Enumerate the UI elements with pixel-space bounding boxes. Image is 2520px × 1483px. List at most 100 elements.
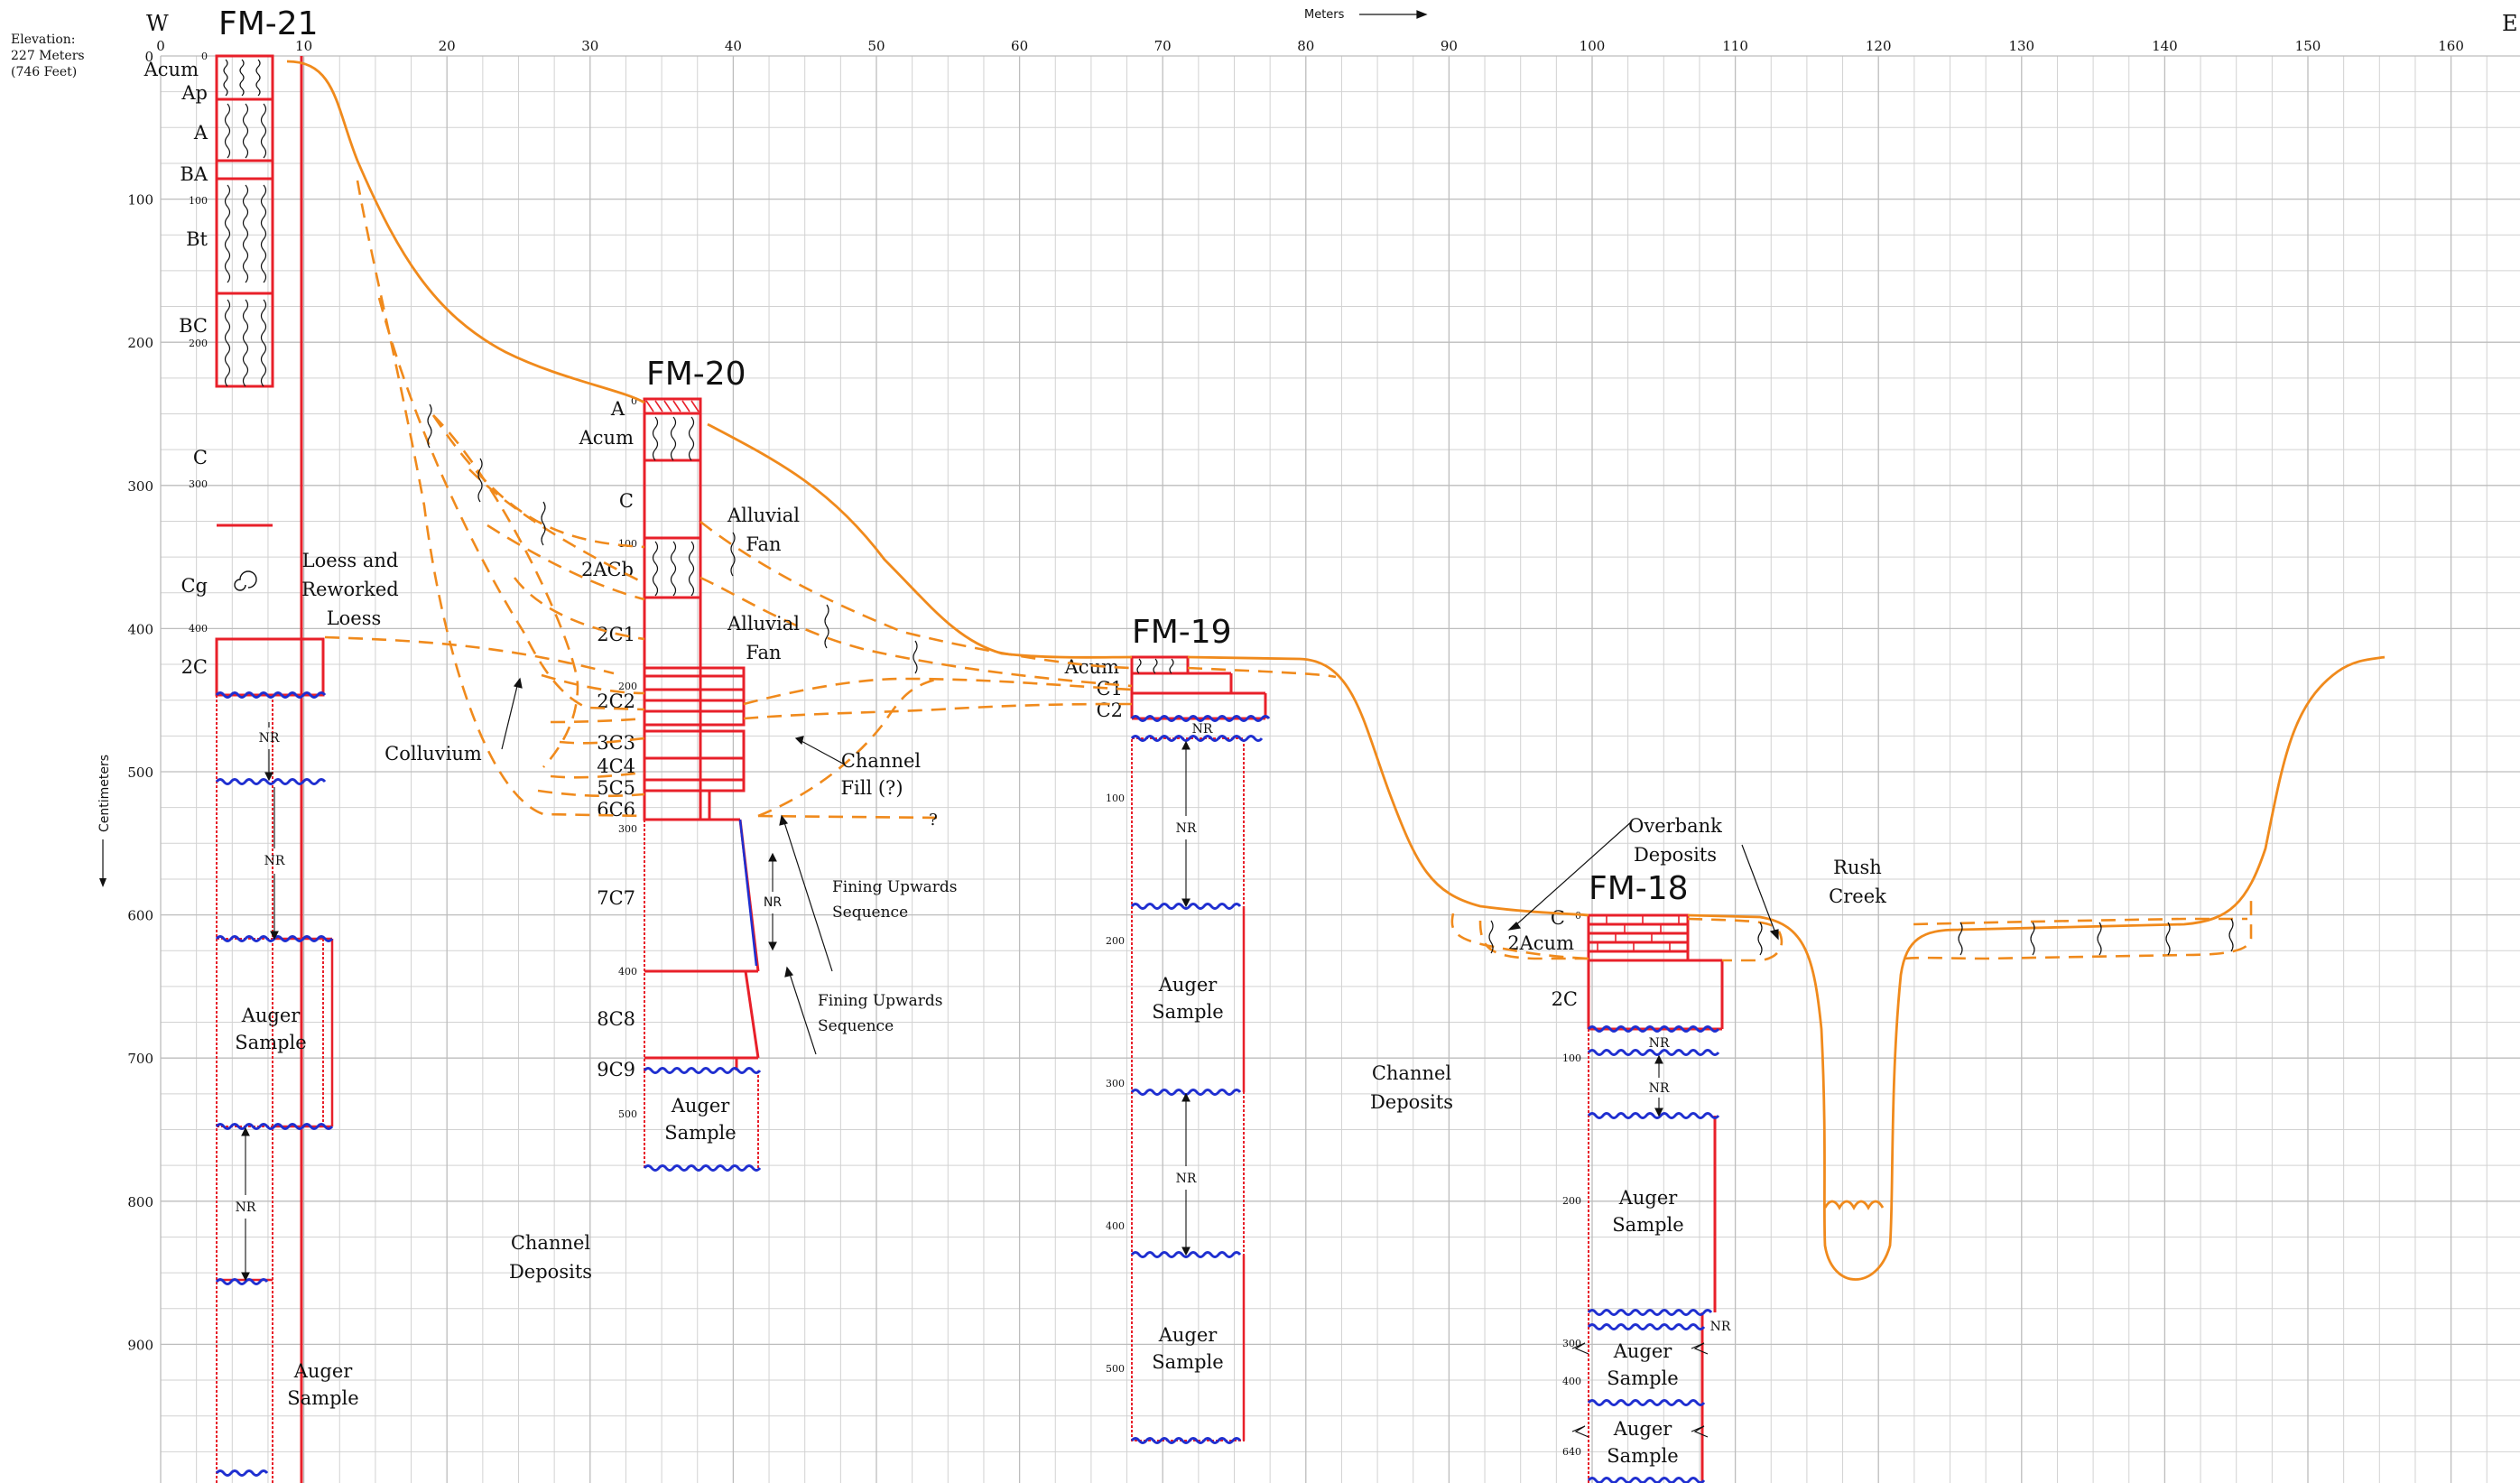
- horizon-label: C2: [1097, 700, 1123, 721]
- depth-tick: 640: [1562, 1446, 1581, 1458]
- fining-upwards-label: Sequence: [818, 1017, 894, 1035]
- question-mark: ?: [929, 811, 938, 830]
- y-tick-label: 700: [127, 1051, 153, 1067]
- rush-creek-label: Creek: [1829, 885, 1886, 907]
- nr-label: NR: [1176, 1172, 1197, 1186]
- depth-tick: 200: [1106, 935, 1125, 947]
- feature-labels: Loess and Reworked Loess Colluvium Alluv…: [301, 505, 1886, 1283]
- fining-labels: Fining Upwards Sequence Fining Upwards S…: [818, 878, 957, 1035]
- horizon-label: 2C: [181, 656, 208, 678]
- nr-label: NR: [264, 854, 285, 868]
- depth-tick: 300: [1106, 1078, 1125, 1089]
- nr-label: NR: [1176, 821, 1197, 836]
- alluvial-fan-label: Fan: [746, 533, 781, 555]
- overbank-label: Overbank: [1628, 815, 1722, 837]
- auger-label: Sample: [1607, 1367, 1678, 1389]
- stratigraphic-boundaries: [324, 180, 2253, 962]
- nr-label: NR: [764, 895, 782, 910]
- auger-label: Sample: [235, 1032, 306, 1053]
- channel-fill-label: Channel: [841, 750, 922, 772]
- elevation-note: Elevation: 227 Meters (746 Feet): [11, 32, 85, 79]
- horizon-label: Ap: [181, 82, 208, 104]
- core-column: [643, 397, 702, 821]
- fining-upwards-label: Fining Upwards: [832, 878, 957, 896]
- horizon-label: C: [619, 490, 634, 512]
- horizon-label: 2ACb: [581, 559, 634, 580]
- core-fm20: FM-20: [579, 356, 782, 1172]
- y-tick-label: 300: [127, 478, 153, 495]
- x-tick-label: 100: [1580, 38, 1606, 54]
- horizon-label: Cg: [181, 575, 208, 597]
- depth-tick: 200: [618, 681, 637, 692]
- colluvium-label: Colluvium: [384, 743, 482, 765]
- horizon-label: Acum: [579, 427, 634, 449]
- loess-label: Loess: [327, 607, 382, 629]
- y-tick-label: 100: [127, 192, 153, 209]
- x-tick-label: 160: [2438, 38, 2464, 54]
- nr-label: NR: [1649, 1081, 1670, 1096]
- x-tick-label: 10: [295, 38, 312, 54]
- alluvial-fan-label: Fan: [746, 642, 781, 663]
- horizon-label: A: [610, 398, 625, 420]
- y-tick-label: 900: [127, 1337, 153, 1353]
- auger-label: Sample: [1152, 1351, 1223, 1373]
- horizon-label: Acum: [144, 59, 199, 80]
- core-title: FM-20: [646, 356, 746, 393]
- horizon-label: Acum: [1064, 656, 1119, 678]
- auger-label: Auger: [293, 1360, 354, 1382]
- horizon-label: C: [1551, 907, 1565, 929]
- auger-label: Auger: [1158, 1324, 1218, 1346]
- auger-label: Auger: [241, 1005, 301, 1026]
- core-fm18: FM-18: [1507, 870, 1731, 1483]
- depth-tick: 500: [1106, 1363, 1125, 1375]
- horizon-label: 7C7: [597, 887, 635, 909]
- depth-tick: 300: [189, 478, 208, 490]
- auger-label: Auger: [671, 1095, 731, 1117]
- auger-label: Sample: [287, 1387, 358, 1409]
- x-tick-label: 110: [1722, 38, 1748, 54]
- x-tick-label: 130: [2008, 38, 2034, 54]
- core-title: FM-21: [218, 5, 319, 42]
- auger-label: Auger: [1618, 1187, 1679, 1209]
- x-axis-title: Meters: [1304, 8, 1345, 22]
- fining-upwards-line: [738, 819, 758, 967]
- rush-creek-label: Rush: [1833, 857, 1882, 878]
- elevation-line-2: 227 Meters: [11, 49, 85, 63]
- east-label: E: [2502, 11, 2518, 36]
- auger-label: Sample: [1152, 1001, 1223, 1023]
- depth-tick: 100: [189, 195, 208, 207]
- loess-label: Loess and: [302, 550, 399, 571]
- horizon-label: BA: [180, 163, 208, 185]
- horizon-label: 2C: [1552, 988, 1578, 1010]
- depth-tick: 500: [618, 1108, 637, 1120]
- depth-tick: 0: [631, 395, 637, 407]
- x-tick-label: 120: [1866, 38, 1892, 54]
- x-tick-label: 30: [581, 38, 598, 54]
- nr-label: NR: [1710, 1320, 1731, 1334]
- x-tick-label: 60: [1011, 38, 1028, 54]
- annotation-arrows: [501, 677, 1779, 1055]
- horizon-label: 9C9: [597, 1059, 635, 1080]
- nr-label: NR: [236, 1200, 256, 1215]
- core-fm19: FM-19: [1064, 614, 1271, 1444]
- depth-tick: 400: [189, 623, 208, 635]
- y-axis-title: Centimeters: [97, 755, 112, 832]
- x-tick-label: 150: [2295, 38, 2321, 54]
- nr-label: NR: [1649, 1036, 1670, 1051]
- concretion-icon: [234, 570, 257, 591]
- y-tick-label: 500: [127, 765, 153, 781]
- depth-tick: 400: [618, 966, 637, 978]
- loess-label: Reworked: [301, 579, 399, 600]
- y-tick-label: 200: [127, 335, 153, 351]
- y-tick-label: 800: [127, 1194, 153, 1210]
- depth-tick: 400: [1106, 1220, 1125, 1232]
- depth-tick: 300: [1562, 1338, 1581, 1349]
- horizon-label: Bt: [186, 228, 208, 250]
- core-title: FM-19: [1132, 614, 1232, 651]
- channel-deposits-label: Deposits: [1370, 1091, 1453, 1113]
- elevation-line-1: Elevation:: [11, 32, 76, 47]
- auger-label: Auger: [1158, 974, 1218, 996]
